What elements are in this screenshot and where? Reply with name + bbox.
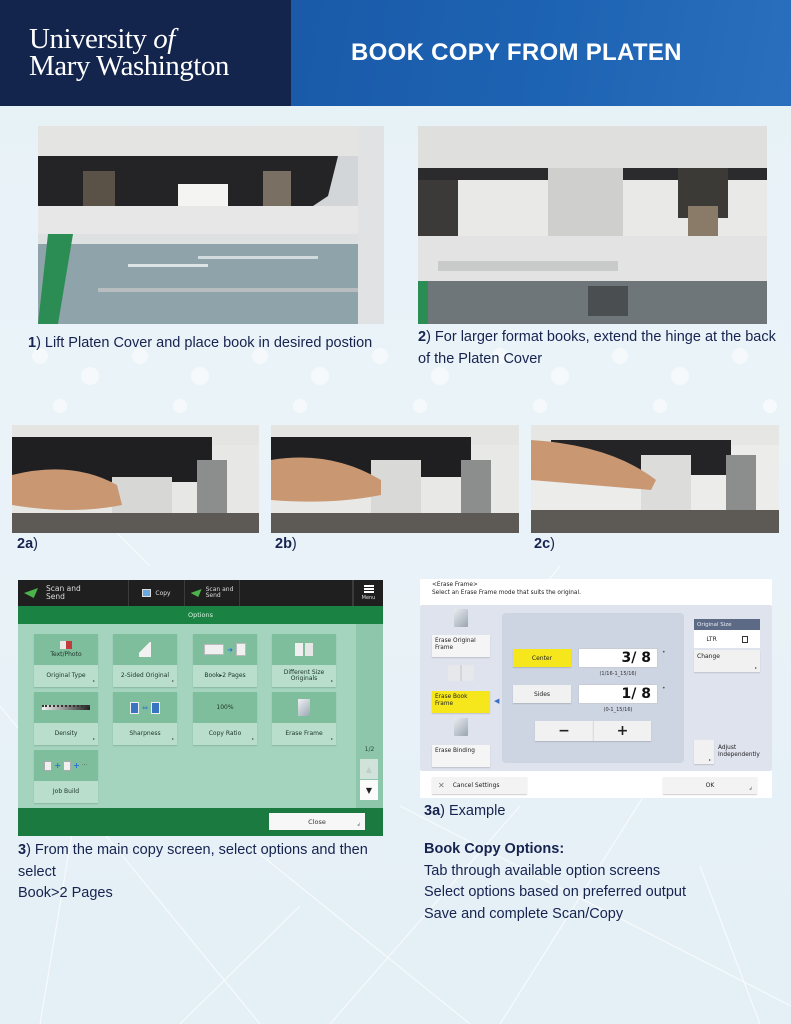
- book-frame-icon: [448, 665, 474, 681]
- portrait-page-icon: [741, 635, 748, 643]
- change-size-button[interactable]: Change ▸: [694, 650, 760, 672]
- scan-send-icon: [190, 589, 202, 597]
- option-erase-frame[interactable]: Erase Frame▸: [272, 692, 336, 745]
- book-copy-option-line: Save and complete Scan/Copy: [424, 905, 624, 922]
- step-1-caption: 1) Lift Platen Cover and place book in d…: [28, 335, 373, 351]
- options-grid: Text/Photo Original Type▸ 2-Sided Origin…: [18, 624, 356, 808]
- book-copy-option-line: Select options based on preferred output: [424, 884, 686, 900]
- chevron-right-icon: ▸: [171, 677, 174, 683]
- two-sided-icon: [139, 642, 151, 657]
- option-sharpness[interactable]: ⇔ Sharpness▸: [113, 692, 177, 745]
- step-2a-caption: 2a): [17, 536, 38, 552]
- photo-step-2a: [12, 425, 259, 533]
- ok-button[interactable]: OK ↲: [663, 777, 757, 794]
- option-different-size-originals[interactable]: Different Size Originals▸: [272, 634, 336, 687]
- step-2-caption: 2) For larger format books, extend the h…: [418, 329, 776, 367]
- chevron-right-icon: ▸: [708, 757, 711, 762]
- original-frame-icon: [454, 609, 468, 627]
- chevron-right-icon: ▸: [754, 665, 757, 670]
- options-footer: Close ↲: [18, 808, 383, 836]
- close-button[interactable]: Close ↲: [269, 813, 365, 830]
- step-3a-caption: 3a) Example: [424, 803, 506, 819]
- scroll-down-button[interactable]: ▼: [360, 780, 378, 800]
- header: University of Mary Washington BOOK COPY …: [0, 0, 791, 106]
- return-icon: ↲: [356, 822, 361, 828]
- chevron-right-icon: ▸: [92, 677, 95, 683]
- step-2b-caption: 2b): [275, 536, 297, 552]
- options-title-bar: Options: [18, 606, 383, 624]
- mode-erase-book-frame[interactable]: Erase Book Frame: [432, 691, 490, 713]
- erase-frame-icon: [298, 699, 310, 716]
- option-job-build[interactable]: + + ··· Job Build: [34, 750, 98, 803]
- sharpness-icon: [130, 701, 140, 714]
- book-copy-option-line: Tab through available option screens: [424, 862, 661, 879]
- chevron-right-icon: ▸: [92, 735, 95, 741]
- book-to-pages-icon: [204, 644, 225, 655]
- photo-platen-open: [38, 126, 384, 324]
- close-icon: ✕: [438, 781, 445, 790]
- sides-button[interactable]: Sides: [513, 685, 571, 703]
- erase-frame-panel: Erase Original Frame Erase Book Frame ◀ …: [420, 605, 772, 771]
- page-title: BOOK COPY FROM PLATEN: [351, 39, 682, 66]
- selected-indicator-icon: ◀: [494, 697, 500, 705]
- option-density[interactable]: Density▸: [34, 692, 98, 745]
- option-2-sided-original[interactable]: 2-Sided Original▸: [113, 634, 177, 687]
- frame-width-settings: Center 3/ 8 • (1/16-1_15/16) Sides 1/ 8 …: [502, 613, 684, 763]
- adjust-independently-button[interactable]: ▸: [694, 740, 714, 764]
- step-3-caption: 3) From the main copy screen, select opt…: [18, 842, 368, 901]
- university-logo: University of Mary Washington: [0, 0, 291, 106]
- triangle-down-icon: ▼: [365, 785, 373, 795]
- logo-line-2: Mary Washington: [29, 50, 229, 82]
- triangle-up-icon: ▲: [365, 764, 373, 774]
- option-original-type[interactable]: Text/Photo Original Type▸: [34, 634, 98, 687]
- chevron-right-icon: ▸: [251, 735, 254, 741]
- photo-step-2b: [271, 425, 519, 533]
- copy-icon: [142, 589, 152, 597]
- increase-button[interactable]: +: [593, 721, 651, 741]
- scan-send-icon: [24, 588, 38, 598]
- center-range: (1/16-1_15/16): [599, 671, 637, 677]
- sides-value-field[interactable]: 1/ 8: [578, 684, 658, 704]
- sides-range: (0-1_15/16): [603, 707, 633, 713]
- tab-copy[interactable]: Copy: [129, 580, 185, 606]
- photo-step-2c: [531, 425, 779, 533]
- book-copy-options-title: Book Copy Options:: [424, 841, 565, 857]
- option-copy-ratio[interactable]: 100% Copy Ratio▸: [193, 692, 257, 745]
- mode-erase-binding[interactable]: Erase Binding: [432, 745, 490, 767]
- return-icon: ↲: [748, 786, 753, 792]
- photo-hinge-extended: [418, 126, 767, 324]
- book-copy-options: Book Copy Options: Tab through available…: [424, 839, 686, 925]
- mode-erase-original-frame[interactable]: Erase Original Frame: [432, 635, 490, 657]
- page-indicator: 1/2: [364, 746, 375, 753]
- logo-line-1: University of: [29, 23, 175, 55]
- scroll-up-button[interactable]: ▲: [360, 759, 378, 779]
- center-button[interactable]: Center: [513, 649, 571, 667]
- erase-frame-footer: ✕ Cancel Settings OK ↲: [420, 771, 772, 798]
- step-2c-caption: 2c): [534, 536, 555, 552]
- center-value-field[interactable]: 3/ 8: [578, 648, 658, 668]
- title-bar: BOOK COPY FROM PLATEN: [291, 0, 791, 106]
- binding-icon: [454, 718, 468, 736]
- erase-frame-header: <Erase Frame> Select an Erase Frame mode…: [432, 582, 581, 596]
- erase-frame-screen: <Erase Frame> Select an Erase Frame mode…: [420, 579, 772, 798]
- options-scrollbar: 1/2 ▲ ▼: [356, 624, 383, 808]
- chevron-right-icon: ▸: [330, 735, 333, 741]
- cancel-settings-button[interactable]: ✕ Cancel Settings: [432, 777, 527, 794]
- menu-button[interactable]: Menu: [353, 580, 383, 606]
- text-photo-icon: [60, 641, 72, 649]
- density-slider-icon: [42, 705, 90, 710]
- option-book-2-pages[interactable]: ➜ Book▸2 Pages: [193, 634, 257, 687]
- chevron-right-icon: ▸: [171, 735, 174, 741]
- chevron-right-icon: ▸: [330, 677, 333, 683]
- job-build-icon: [44, 760, 53, 771]
- decrease-button[interactable]: −: [535, 721, 593, 741]
- different-size-icon: [295, 643, 313, 656]
- menu-icon: [363, 585, 374, 587]
- adjust-independently-label: Adjust Independently: [718, 745, 760, 758]
- original-size-box: Original Size LTR Change ▸: [694, 619, 760, 672]
